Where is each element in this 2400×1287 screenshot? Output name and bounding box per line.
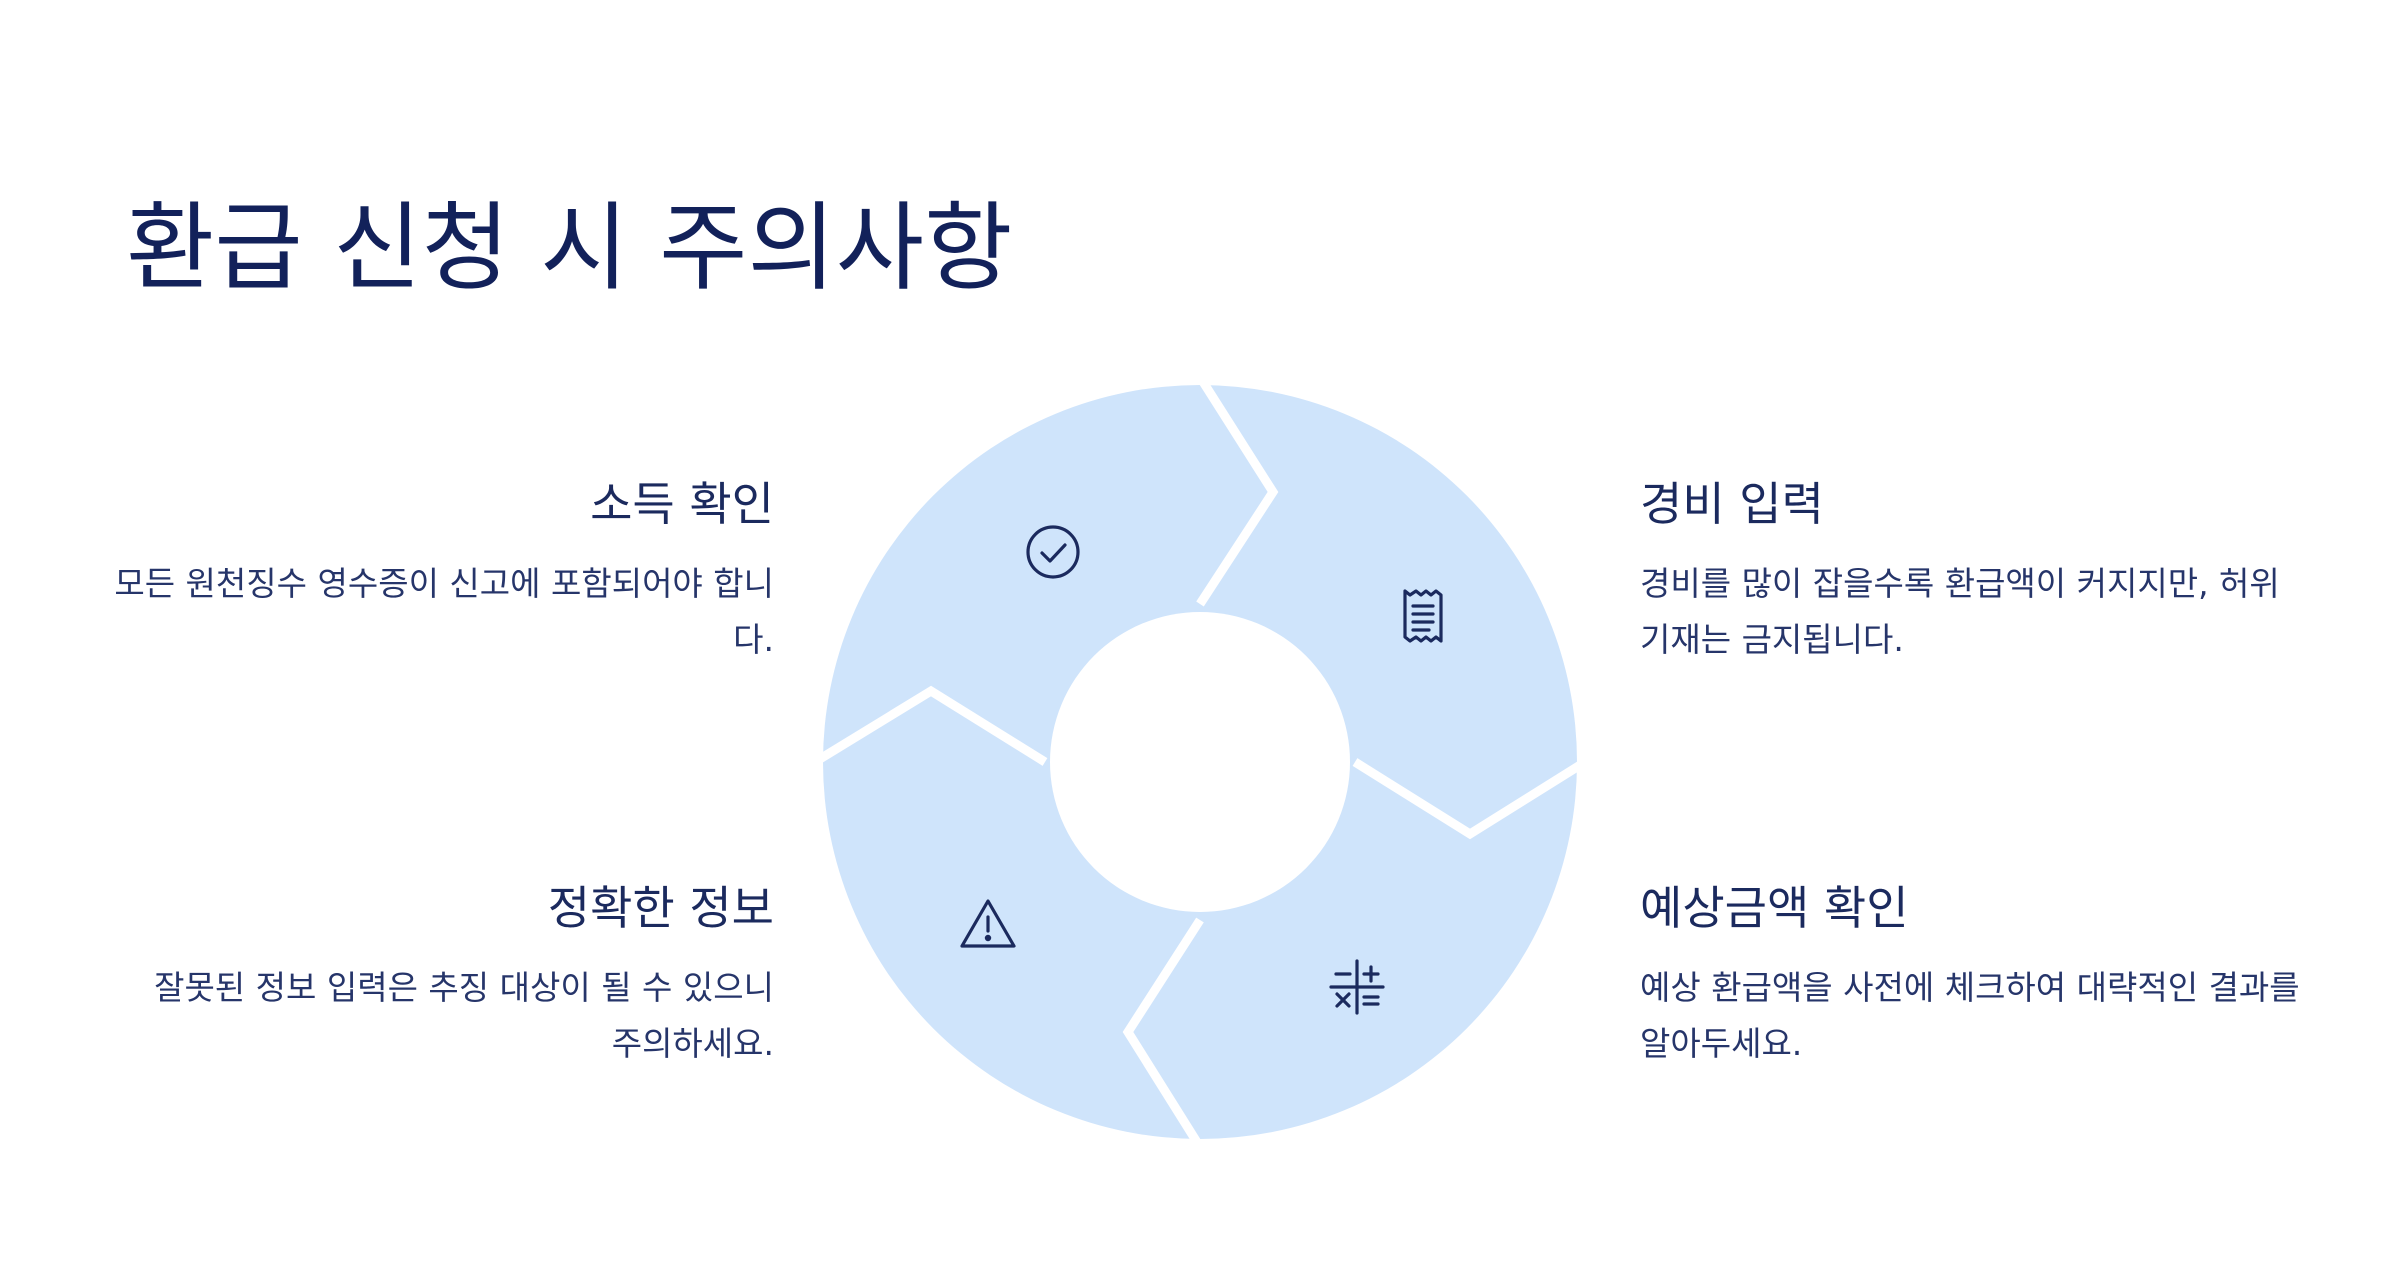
- segment-description: 경비를 많이 잡을수록 환급액이 커지지만, 허위 기재는 금지됩니다.: [1640, 564, 2280, 659]
- separator-bottom: [1122, 917, 1204, 1150]
- separator-top: [1196, 374, 1279, 607]
- page-title: 환급 신청 시 주의사항: [126, 192, 1013, 304]
- segment-text-top-left: 소득 확인 모든 원천징수 영수증이 신고에 포함되어야 합니다.: [114, 468, 774, 668]
- segment-heading: 예상금액 확인: [1640, 881, 1909, 935]
- segment-heading: 소득 확인: [590, 477, 774, 531]
- segment-heading: 정확한 정보: [547, 881, 774, 935]
- separator-right: [1352, 758, 1588, 840]
- segment-text-bottom-left: 정확한 정보 잘못된 정보 입력은 추징 대상이 될 수 있으니 주의하세요.: [114, 872, 774, 1072]
- segment-heading: 경비 입력: [1640, 477, 1824, 531]
- receipt-icon: [1403, 589, 1443, 643]
- segment-description: 잘못된 정보 입력은 추징 대상이 될 수 있으니 주의하세요.: [154, 968, 774, 1063]
- warning-icon: [960, 899, 1016, 948]
- cycle-diagram: [812, 374, 1588, 1150]
- separator-left: [812, 685, 1048, 766]
- cycle-center-hole: [1050, 612, 1350, 912]
- segment-text-top-right: 경비 입력 경비를 많이 잡을수록 환급액이 커지지만, 허위 기재는 금지됩니…: [1640, 468, 2300, 668]
- check-circle-icon: [1026, 525, 1080, 579]
- segment-description: 모든 원천징수 영수증이 신고에 포함되어야 합니다.: [114, 564, 774, 659]
- segment-description: 예상 환급액을 사전에 체크하여 대략적인 결과를 알아두세요.: [1640, 968, 2300, 1063]
- segment-text-bottom-right: 예상금액 확인 예상 환급액을 사전에 체크하여 대략적인 결과를 알아두세요.: [1640, 872, 2300, 1072]
- calculator-icon: [1329, 959, 1385, 1015]
